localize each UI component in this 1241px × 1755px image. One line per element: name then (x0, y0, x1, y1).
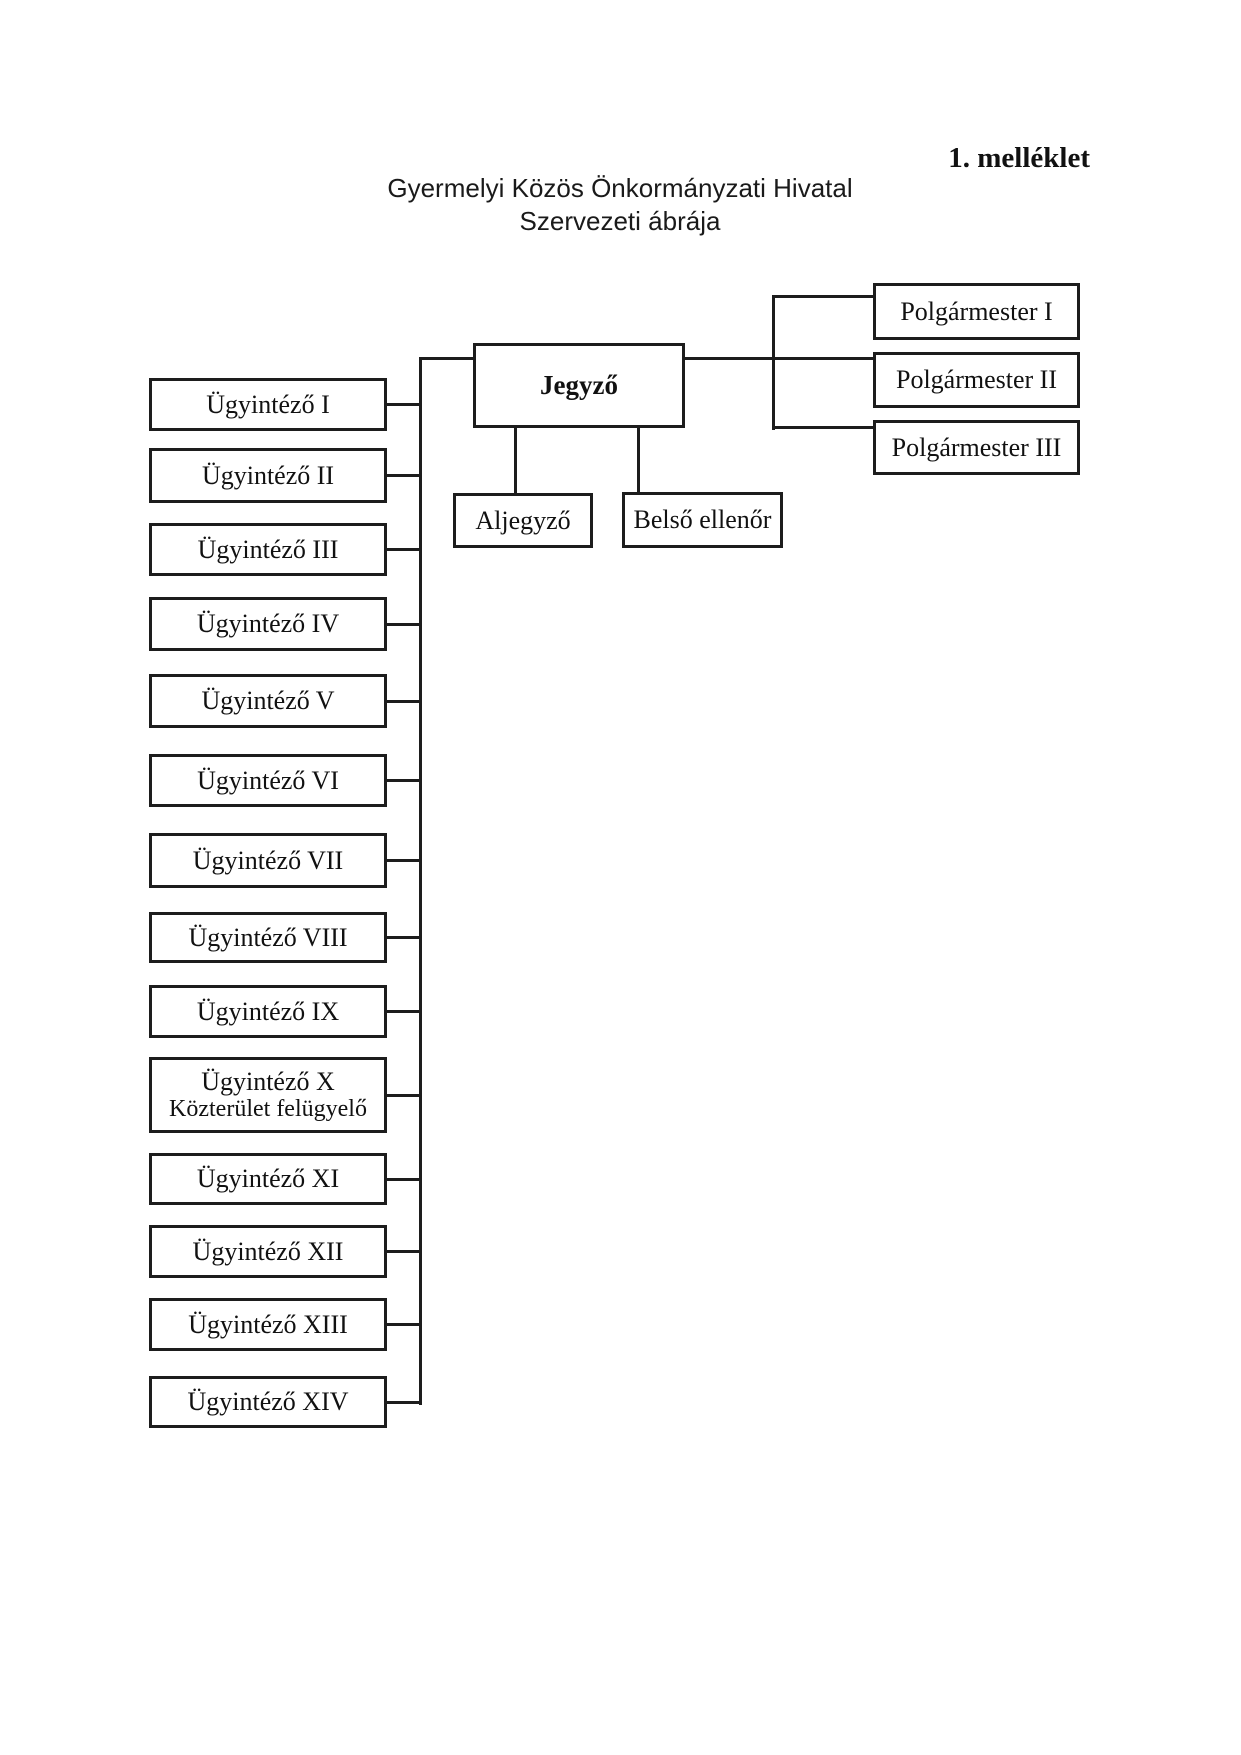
ugyintezo-label: Ügyintéző XII (192, 1236, 344, 1266)
org-node-ugyintezo-3: Ügyintéző III (149, 523, 387, 576)
org-node-ugyintezo-11: Ügyintéző XI (149, 1153, 387, 1205)
connector-ugyintezo-13 (387, 1323, 422, 1326)
document-title-line2: Szervezeti ábrája (519, 206, 721, 236)
org-node-belso-ellenor: Belső ellenőr (622, 492, 783, 548)
connector-ugyintezo-14 (387, 1400, 422, 1404)
connector-jegyzo-to-mayor2 (685, 357, 873, 360)
ugyintezo-label: Ügyintéző X (201, 1067, 335, 1096)
connector-ugyintezo-11 (387, 1177, 422, 1181)
org-node-ugyintezo-5: Ügyintéző V (149, 674, 387, 728)
connector-mayor1 (772, 295, 873, 298)
belso-ellenor-label: Belső ellenőr (633, 505, 772, 535)
org-node-ugyintezo-14: Ügyintéző XIV (149, 1376, 387, 1428)
connector-right-trunk (772, 295, 775, 430)
connector-aljegyzo-stub (514, 426, 517, 494)
ugyintezo-label: Ügyintéző IX (196, 996, 340, 1026)
ugyintezo-label: Ügyintéző I (206, 389, 330, 419)
ugyintezo-label: Ügyintéző II (201, 460, 335, 490)
connector-ugyintezo-8 (387, 936, 422, 939)
ugyintezo-label: Ügyintéző XI (196, 1164, 340, 1194)
connector-ugyintezo-5 (387, 699, 422, 703)
ugyintezo-label: Ügyintéző XIV (187, 1387, 349, 1417)
connector-ugyintezo-12 (387, 1250, 422, 1253)
attachment-label: 1. melléklet (948, 142, 1090, 174)
ugyintezo-label: Ügyintéző III (197, 534, 339, 564)
ugyintezo-label: Ügyintéző VII (192, 845, 344, 875)
connector-mayor3 (772, 426, 875, 429)
jegyzo-label: Jegyző (540, 370, 618, 401)
polgarmester-2-label: Polgármester II (895, 365, 1057, 395)
connector-ugyintezo-10 (387, 1093, 422, 1097)
polgarmester-1-label: Polgármester I (900, 296, 1053, 326)
org-node-ugyintezo-9: Ügyintéző IX (149, 985, 387, 1038)
connector-ugyintezo-2 (387, 474, 422, 477)
ugyintezo-sublabel: Közterület felügyelő (169, 1096, 367, 1123)
org-node-ugyintezo-6: Ügyintéző VI (149, 754, 387, 807)
ugyintezo-label: Ügyintéző XIII (188, 1309, 348, 1339)
org-node-aljegyzo: Aljegyző (453, 493, 593, 548)
org-node-ugyintezo-1: Ügyintéző I (149, 378, 387, 431)
connector-ugyintezo-9 (387, 1010, 422, 1013)
ugyintezo-label: Ügyintéző VI (197, 765, 339, 795)
connector-ugyintezo-3 (387, 548, 422, 551)
connector-belso-ellenor-stub (637, 426, 640, 493)
org-node-polgarmester-1: Polgármester I (873, 283, 1080, 340)
org-node-ugyintezo-12: Ügyintéző XII (149, 1225, 387, 1278)
org-node-ugyintezo-13: Ügyintéző XIII (149, 1298, 387, 1351)
polgarmester-3-label: Polgármester III (891, 432, 1062, 462)
document-title-line1: Gyermelyi Közös Önkormányzati Hivatal (387, 173, 853, 203)
org-node-ugyintezo-7: Ügyintéző VII (149, 833, 387, 888)
org-node-ugyintezo-8: Ügyintéző VIII (149, 912, 387, 963)
aljegyzo-label: Aljegyző (475, 505, 571, 535)
ugyintezo-label: Ügyintéző VIII (188, 922, 348, 952)
org-node-jegyzo: Jegyző (473, 343, 685, 428)
connector-ugyintezo-1 (387, 403, 422, 406)
ugyintezo-label: Ügyintéző IV (196, 609, 340, 639)
connector-left-trunk (419, 357, 422, 1405)
document-title: Gyermelyi Közös Önkormányzati Hivatal Sz… (350, 172, 890, 238)
connector-ugyintezo-4 (387, 622, 422, 626)
connector-ugyintezo-7 (387, 859, 422, 862)
org-node-polgarmester-2: Polgármester II (873, 352, 1080, 408)
org-node-ugyintezo-4: Ügyintéző IV (149, 597, 387, 651)
connector-jegyzo-left (420, 357, 475, 360)
org-node-ugyintezo-2: Ügyintéző II (149, 448, 387, 503)
ugyintezo-label: Ügyintéző V (201, 686, 335, 716)
org-node-polgarmester-3: Polgármester III (873, 420, 1080, 475)
connector-ugyintezo-6 (387, 779, 422, 782)
